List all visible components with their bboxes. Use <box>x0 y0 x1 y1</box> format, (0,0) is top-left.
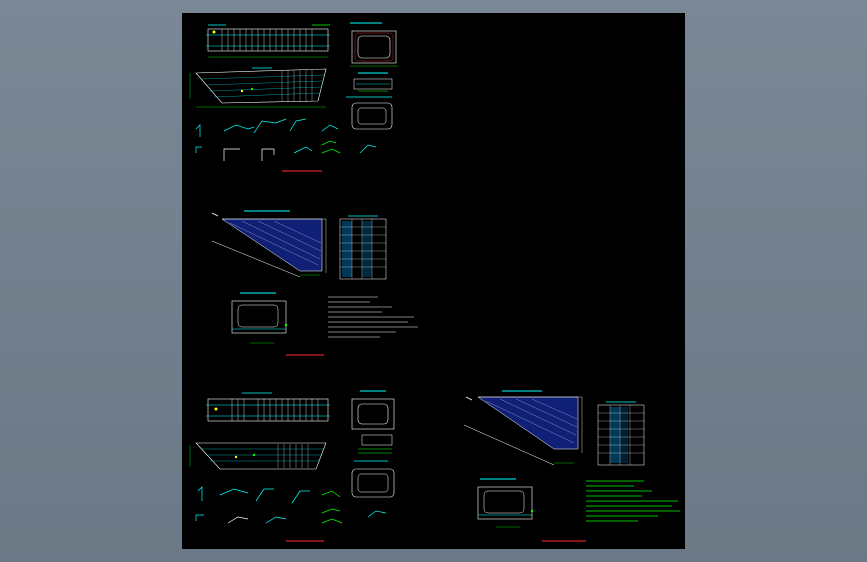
sheet-2-rebar-table <box>339 215 387 280</box>
sheet-1-rebar-details <box>195 118 377 161</box>
sheet-4-rebar-table <box>597 401 645 466</box>
sheet-2-notes <box>328 296 418 338</box>
sheet-2-skew-hatch <box>211 210 327 278</box>
sheet-1-girder-elevation <box>206 24 330 58</box>
sheet-3-plan-skew <box>189 442 327 470</box>
sheet-4-notes <box>586 480 680 522</box>
sheet-1-cross-section <box>350 22 398 67</box>
sheet-3-rebar-details <box>195 486 387 524</box>
drawing-canvas[interactable] <box>182 13 685 549</box>
sheet-1-plan-skew <box>189 67 327 108</box>
sheet-3-cross-section <box>351 390 395 454</box>
sheet-2-box-section <box>231 292 288 344</box>
cad-drawing <box>189 22 680 542</box>
sheet-3-section-b <box>351 460 395 498</box>
sheet-1-section-b <box>346 72 393 130</box>
sheet-4-skew-hatch <box>463 390 583 466</box>
sheet-3-girder-elevation <box>206 392 330 422</box>
sheet-4-box-section <box>477 478 534 528</box>
